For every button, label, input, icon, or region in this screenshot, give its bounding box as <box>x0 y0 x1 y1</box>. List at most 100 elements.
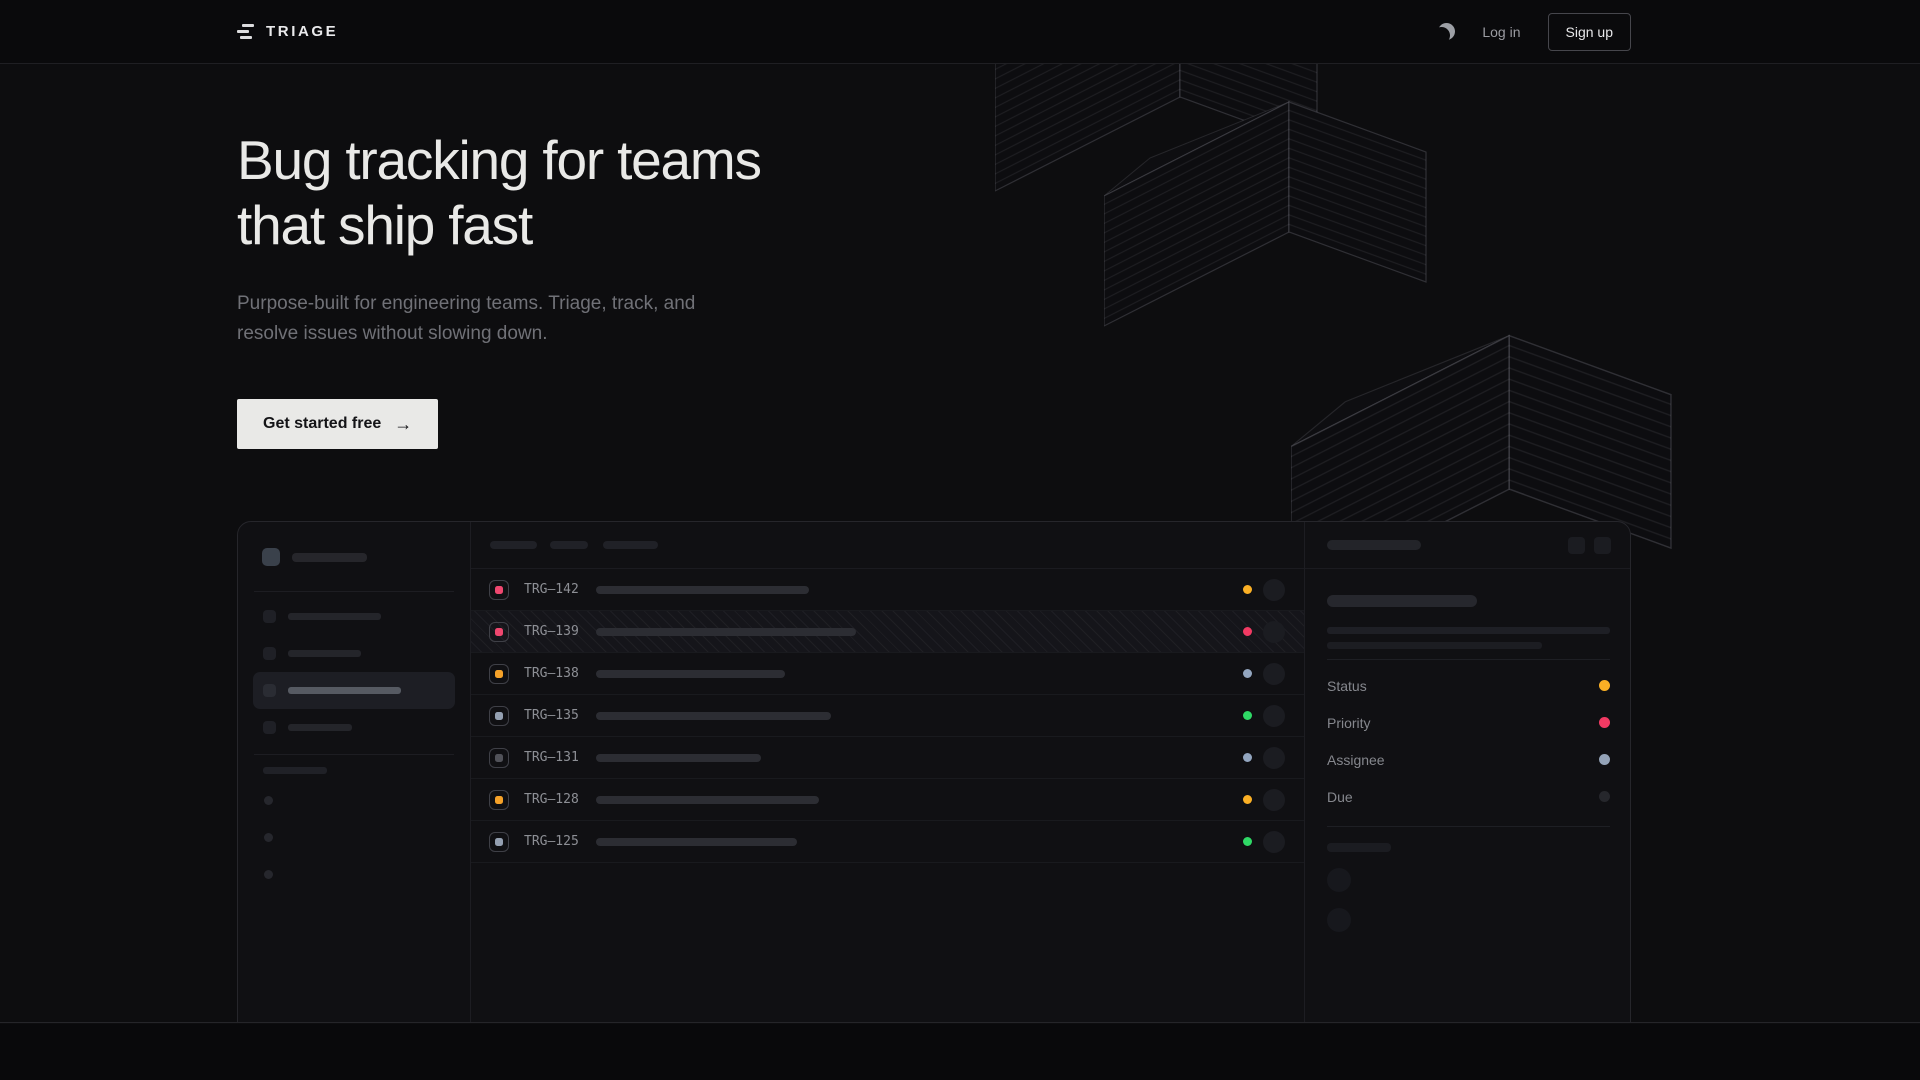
sidebar-item[interactable] <box>253 672 455 709</box>
property-row[interactable]: Priority <box>1327 704 1610 741</box>
issue-type-dot <box>495 795 503 804</box>
hero-subtitle: Purpose-built for engineering teams. Tri… <box>237 293 696 344</box>
filter-pill-skeleton[interactable] <box>490 541 537 549</box>
filter-pill-skeleton[interactable] <box>550 541 588 549</box>
issue-id: TRG–128 <box>524 792 579 807</box>
property-value-dot <box>1599 717 1610 728</box>
brand-name: TRIAGE <box>266 23 339 40</box>
issue-type-icon[interactable] <box>489 789 509 810</box>
issue-status-dot <box>1243 585 1252 594</box>
panel-action-button[interactable] <box>1568 536 1585 554</box>
issue-type-icon[interactable] <box>489 663 509 684</box>
list-toolbar <box>471 522 1304 569</box>
issue-id: TRG–142 <box>524 582 579 597</box>
property-row[interactable]: Assignee <box>1327 741 1610 778</box>
sidebar-item-icon <box>263 721 276 734</box>
issue-type-icon[interactable] <box>489 747 509 768</box>
sidebar-item-icon <box>263 610 276 623</box>
divider <box>254 754 454 755</box>
issue-assignee-avatar <box>1263 746 1285 769</box>
issue-assignee-avatar <box>1263 620 1285 643</box>
panel-action-button[interactable] <box>1594 536 1611 554</box>
footer-strip <box>0 1024 1920 1080</box>
issue-id: TRG–135 <box>524 708 579 723</box>
triage-logo-icon <box>237 23 254 40</box>
property-row[interactable]: Due <box>1327 778 1610 815</box>
issue-status-dot <box>1243 837 1252 846</box>
issue-title-skeleton <box>596 837 797 846</box>
activity-avatar <box>1327 868 1351 892</box>
sidebar-item-label-skeleton <box>288 613 381 620</box>
issue-assignee-avatar <box>1263 704 1285 727</box>
sidebar-item-label-skeleton <box>288 724 352 731</box>
issue-row[interactable]: TRG–131 <box>471 737 1304 779</box>
filter-pill-skeleton[interactable] <box>603 541 658 549</box>
sidebar-item-icon <box>263 647 276 660</box>
sidebar-item[interactable] <box>253 709 455 746</box>
sidebar-item-label-skeleton <box>288 687 401 694</box>
issue-title-skeleton <box>596 669 785 678</box>
property-label: Assignee <box>1327 751 1385 768</box>
preview-sidebar <box>238 522 471 1022</box>
issue-title-skeleton <box>596 753 761 762</box>
get-started-button[interactable]: Get started free → <box>237 399 439 449</box>
issue-type-icon[interactable] <box>489 621 509 642</box>
issue-assignee-avatar <box>1263 788 1285 811</box>
divider <box>254 591 454 592</box>
activity-avatar <box>1327 908 1351 932</box>
property-value-dot <box>1599 791 1610 802</box>
property-label: Priority <box>1327 714 1371 731</box>
signup-button[interactable]: Sign up <box>1547 12 1631 51</box>
sidebar-dot-skeleton <box>264 870 273 879</box>
issue-type-dot <box>495 837 503 846</box>
sidebar-item-icon <box>263 684 276 697</box>
description-line-skeleton <box>1327 627 1610 634</box>
issue-title-skeleton <box>596 627 856 636</box>
issue-type-icon[interactable] <box>489 831 509 852</box>
sidebar-item[interactable] <box>253 635 455 672</box>
issue-type-icon[interactable] <box>489 579 509 600</box>
issue-row[interactable]: TRG–135 <box>471 695 1304 737</box>
issue-title-skeleton <box>596 795 819 804</box>
theme-toggle-moon-icon[interactable] <box>1438 23 1455 40</box>
issue-title-skeleton <box>1327 595 1477 607</box>
issue-assignee-avatar <box>1263 578 1285 601</box>
issue-status-dot <box>1243 627 1252 636</box>
issue-id: TRG–138 <box>524 666 579 681</box>
workspace-name-skeleton <box>292 552 367 562</box>
issue-row[interactable]: TRG–128 <box>471 779 1304 821</box>
sidebar-item-label-skeleton <box>288 650 361 657</box>
sidebar-item[interactable] <box>253 598 455 635</box>
issue-id: TRG–139 <box>524 624 579 639</box>
issue-title-skeleton <box>596 585 809 594</box>
wireframe-decoration <box>1104 101 1427 327</box>
detail-panel-header <box>1305 522 1630 569</box>
workspace-switcher[interactable] <box>253 548 455 566</box>
issue-id: TRG–131 <box>524 750 579 765</box>
issue-row[interactable]: TRG–139 <box>471 611 1304 653</box>
top-nav: TRIAGE Log in Sign up <box>0 0 1920 64</box>
issue-title-skeleton <box>596 711 831 720</box>
arrow-right-icon: → <box>394 413 413 434</box>
description-line-skeleton <box>1327 642 1542 649</box>
property-row[interactable]: Status <box>1327 667 1610 704</box>
property-value-dot <box>1599 754 1610 765</box>
issue-status-dot <box>1243 669 1252 678</box>
issue-type-dot <box>495 585 503 594</box>
activity-label-skeleton <box>1327 843 1391 852</box>
issue-id: TRG–125 <box>524 834 579 849</box>
issue-assignee-avatar <box>1263 830 1285 853</box>
issue-row[interactable]: TRG–142 <box>471 569 1304 611</box>
issue-type-dot <box>495 753 503 762</box>
issue-status-dot <box>1243 711 1252 720</box>
issue-row[interactable]: TRG–138 <box>471 653 1304 695</box>
issue-row[interactable]: TRG–125 <box>471 821 1304 863</box>
brand-logo[interactable]: TRIAGE <box>237 23 338 40</box>
login-link[interactable]: Log in <box>1482 23 1521 40</box>
sidebar-dot-skeleton <box>264 796 273 805</box>
issue-type-icon[interactable] <box>489 705 509 726</box>
